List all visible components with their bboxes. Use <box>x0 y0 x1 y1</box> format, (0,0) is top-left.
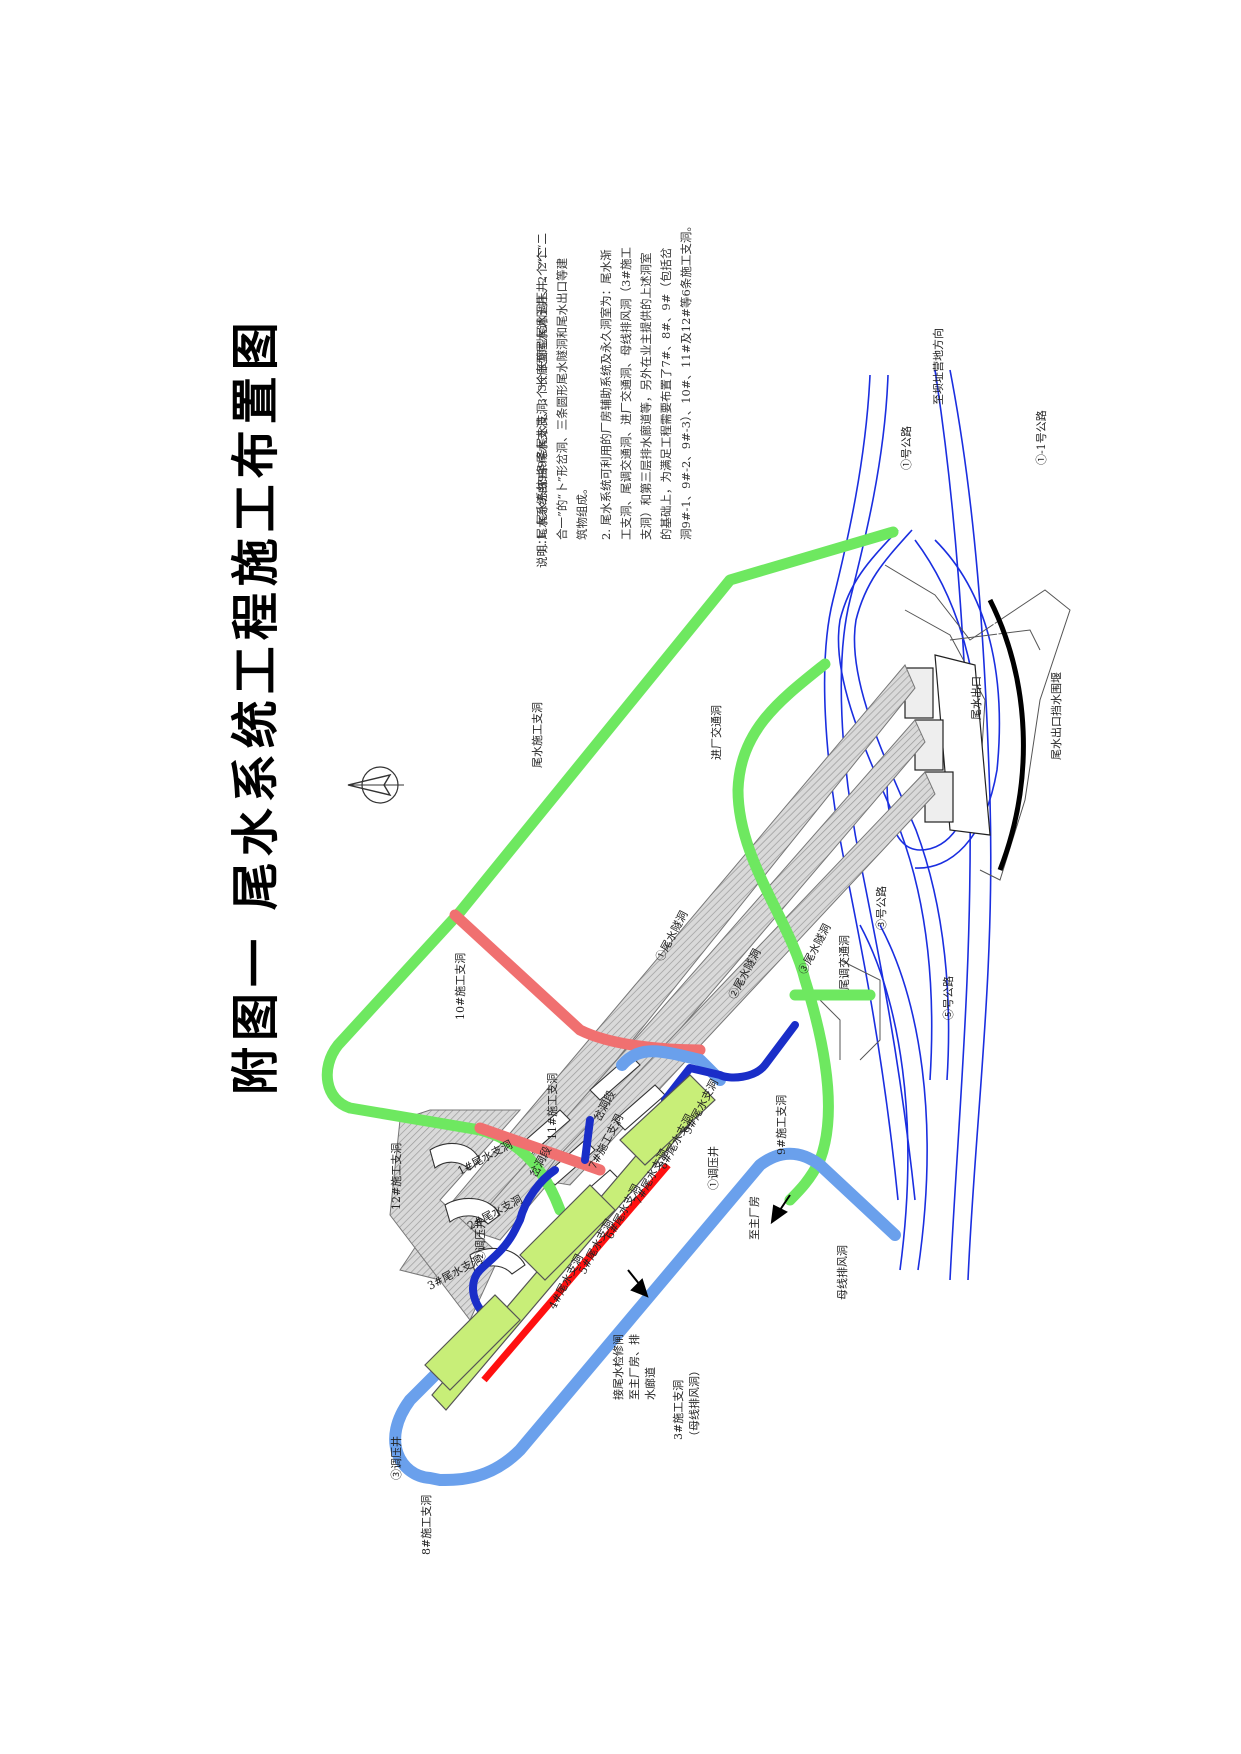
label-adit-3b: （母线排风洞） <box>687 1365 701 1442</box>
label-surge-shaft-1: ①调压井 <box>706 1146 720 1190</box>
surge-shaft-1 <box>619 1074 716 1166</box>
tailrace-tunnel-3 <box>539 771 936 1186</box>
label-to-powerhouse: 至主厂房 <box>748 1196 761 1240</box>
outlet-cofferdam <box>987 598 1026 871</box>
adit-3-busbar-vent <box>389 1147 901 1486</box>
adit-11 <box>474 1122 606 1176</box>
direction-arrows <box>627 1194 791 1298</box>
note-line-2b: 工支洞、尾调交通洞、进厂交通洞、母线排风洞（3#施工 <box>619 247 633 540</box>
label-busbar-vent: 母线排风洞 <box>835 1245 849 1300</box>
label-drainage-c: 水廊道 <box>643 1367 657 1400</box>
red-adits <box>449 909 706 1176</box>
surge-shaft-2 <box>519 1184 616 1281</box>
drawing-title: 附图一 尾水系统工程施工布置图 <box>228 316 284 1095</box>
adit-8 <box>616 1045 726 1086</box>
note-line-1c: 筑物组成。 <box>575 483 589 541</box>
lightblue-adits <box>389 1045 901 1486</box>
label-road-2: ①号公路 <box>900 426 913 470</box>
note-line-1b: 合一”的“卜”形岔洞、三条圆形尾水隧洞和尾水出口等建 <box>555 257 569 540</box>
label-surge-shaft-3: ③调压井 <box>389 1436 403 1480</box>
label-to-dam: 至坝址营地方向 <box>931 328 945 405</box>
tailrace-work-adit <box>321 526 899 1216</box>
label-adit-3a: 3#施工支洞 <box>672 1380 685 1440</box>
label-access-tunnel: 进厂交通洞 <box>709 705 723 760</box>
label-adit-9: 9#施工支洞 <box>775 1095 788 1155</box>
north-arrow-icon <box>347 766 404 804</box>
label-road-1: ①-1号公路 <box>1035 410 1048 465</box>
notes-block: 说明： 1. 尾水系统由9条尾水支洞、3个长廊型尾水调压井、2个“二 <box>535 247 549 568</box>
darkblue-adits <box>469 1021 799 1319</box>
tailrace-tunnels <box>389 664 936 1321</box>
label-surge-shaft-2: ②调压井 <box>473 1218 487 1262</box>
adit-9 <box>661 1021 799 1104</box>
label-drainage-b: 至主厂房、排 <box>627 1334 641 1400</box>
label-drainage-a: 接尾水检修闸 <box>611 1334 625 1400</box>
label-adit-8: 8#施工支洞 <box>420 1495 433 1555</box>
note-line-1a: 1. 尾水系统由9条尾水支洞、3个长廊型尾水调压井、2个“二 <box>535 247 549 554</box>
label-road-4: ⑤号公路 <box>942 976 955 1020</box>
notes-heading: 说明： <box>535 534 549 569</box>
adit-10 <box>449 909 706 1056</box>
label-surge-access: 尾调交通洞 <box>837 935 851 990</box>
label-road-3: ③号公路 <box>875 886 888 930</box>
surge-shaft-3 <box>424 1294 521 1391</box>
label-adit-10: 10#施工支洞 <box>454 953 467 1020</box>
tailrace-gate-gallery <box>481 1162 671 1383</box>
label-tailrace-work-adit: 尾水施工支洞 <box>531 702 544 768</box>
note-line-1a: 1. 尾水系统由9条尾水支洞、3个长廊型尾水调压井、2个“二 <box>535 233 549 540</box>
note-line-2e: 洞9#-1、9#-2、9#-3）、10#、11#及12#等6条施工支洞。 <box>679 220 693 540</box>
label-adit-12: 12#施工支洞 <box>390 1143 403 1210</box>
adit-7 <box>469 1166 559 1319</box>
surge-shafts <box>424 1074 716 1411</box>
label-adit-11: 11#施工支洞 <box>546 1073 559 1140</box>
label-outlet-gate: 尾水出口挡水围堰 <box>1049 672 1063 760</box>
label-outlet: 尾水出口 <box>969 676 983 720</box>
note-line-2d: 的基础上，为满足工程需要布置了7#、8#、9#（包括岔 <box>659 247 673 540</box>
note-line-2a: 2. 尾水系统可利用的厂房辅助系统及永久洞室为：尾水渐 <box>599 249 613 540</box>
note-line-2c: 支洞）和第三层排水廊道等，另外在业主提供的上述洞室 <box>639 253 653 541</box>
